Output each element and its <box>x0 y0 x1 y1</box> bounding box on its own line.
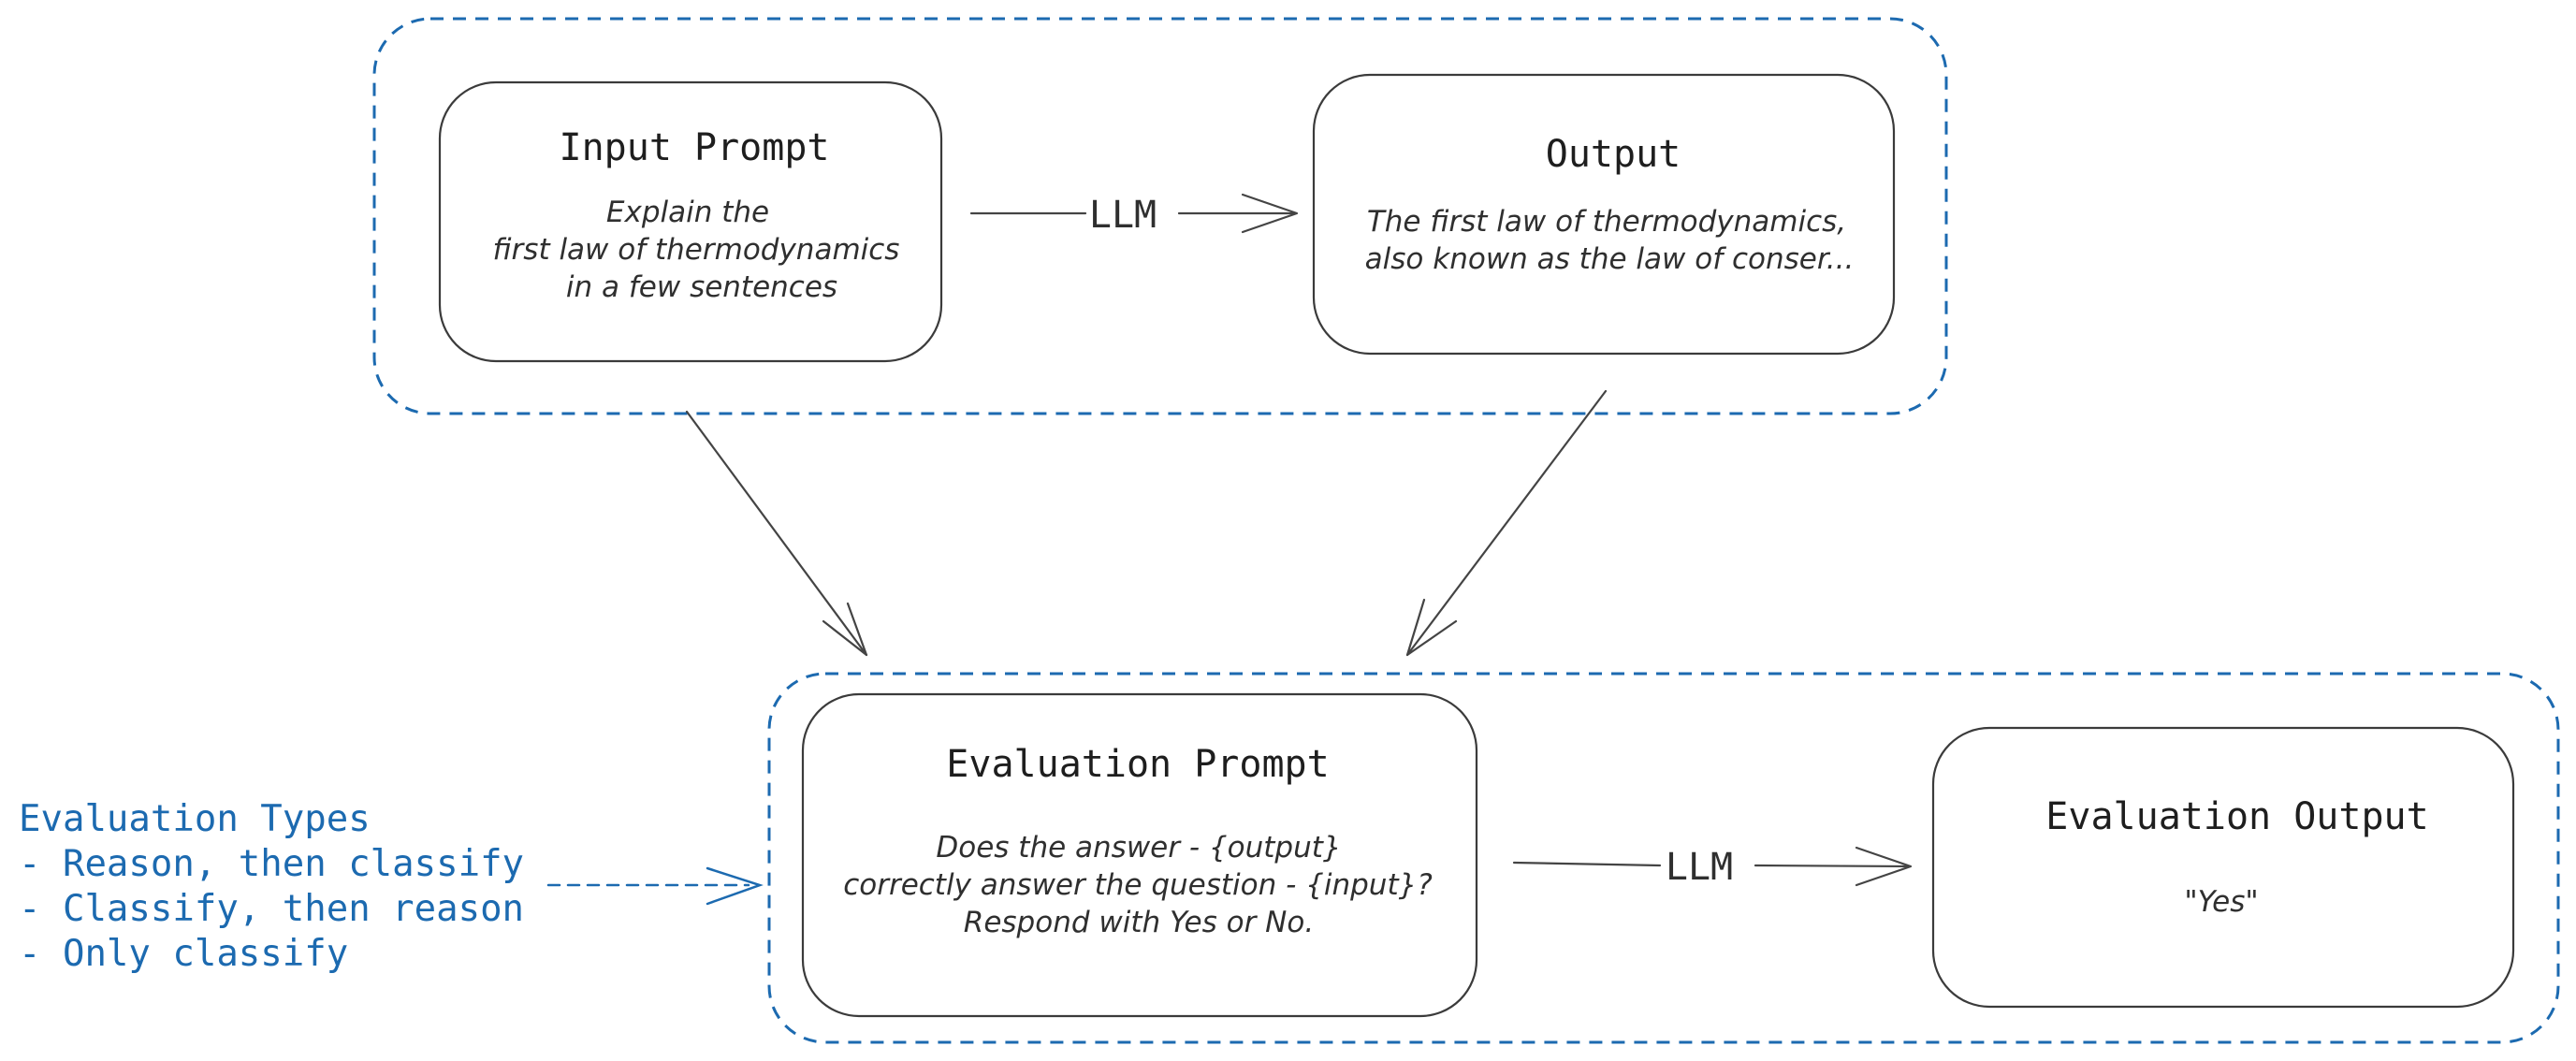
output-to-evaluation-arrow <box>1405 389 1608 657</box>
output-line-1: The first law of thermodynamics, <box>1367 205 1846 239</box>
output-node: Output The first law of thermodynamics, … <box>1312 73 1896 356</box>
evaluation-type-item-1: - Reason, then classify <box>19 843 524 885</box>
output-title: Output <box>1546 133 1681 176</box>
evaluation-output-node: Evaluation Output "Yes" <box>1931 726 2515 1009</box>
input-prompt-line-1: Explain the <box>606 196 769 229</box>
top-llm-arrow: LLM <box>969 193 1299 237</box>
generation-group <box>372 17 1948 415</box>
evaluation-output-line-1: "Yes" <box>2184 885 2258 919</box>
evaluation-output-title: Evaluation Output <box>2045 795 2428 838</box>
evaluation-prompt-node: Evaluation Prompt Does the answer - {out… <box>801 692 1478 1018</box>
evaluation-prompt-line-1: Does the answer - {output} <box>936 831 1341 865</box>
input-to-evaluation-arrow <box>685 410 868 657</box>
evaluation-prompt-line-2: correctly answer the question - {input}? <box>843 868 1433 902</box>
input-prompt-line-2: first law of thermodynamics <box>493 233 900 267</box>
evaluation-group <box>767 672 2560 1044</box>
bottom-llm-arrow: LLM <box>1512 846 1913 889</box>
evaluation-types-heading: Evaluation Types <box>19 798 371 840</box>
evaluation-prompt-line-3: Respond with Yes or No. <box>964 906 1314 939</box>
output-line-2: also known as the law of conser... <box>1365 242 1855 276</box>
evaluation-types-arrow <box>546 866 764 906</box>
evaluation-type-item-3: - Only classify <box>19 933 348 975</box>
evaluation-prompt-title: Evaluation Prompt <box>946 743 1329 786</box>
top-llm-label: LLM <box>1089 194 1157 237</box>
input-prompt-title: Input Prompt <box>560 126 830 169</box>
input-prompt-line-3: in a few sentences <box>566 270 837 304</box>
input-prompt-node: Input Prompt Explain the first law of th… <box>438 80 943 363</box>
bottom-llm-label: LLM <box>1666 846 1733 889</box>
evaluation-type-item-2: - Classify, then reason <box>19 888 524 930</box>
evaluation-types-annotation: Evaluation Types - Reason, then classify… <box>19 798 524 975</box>
